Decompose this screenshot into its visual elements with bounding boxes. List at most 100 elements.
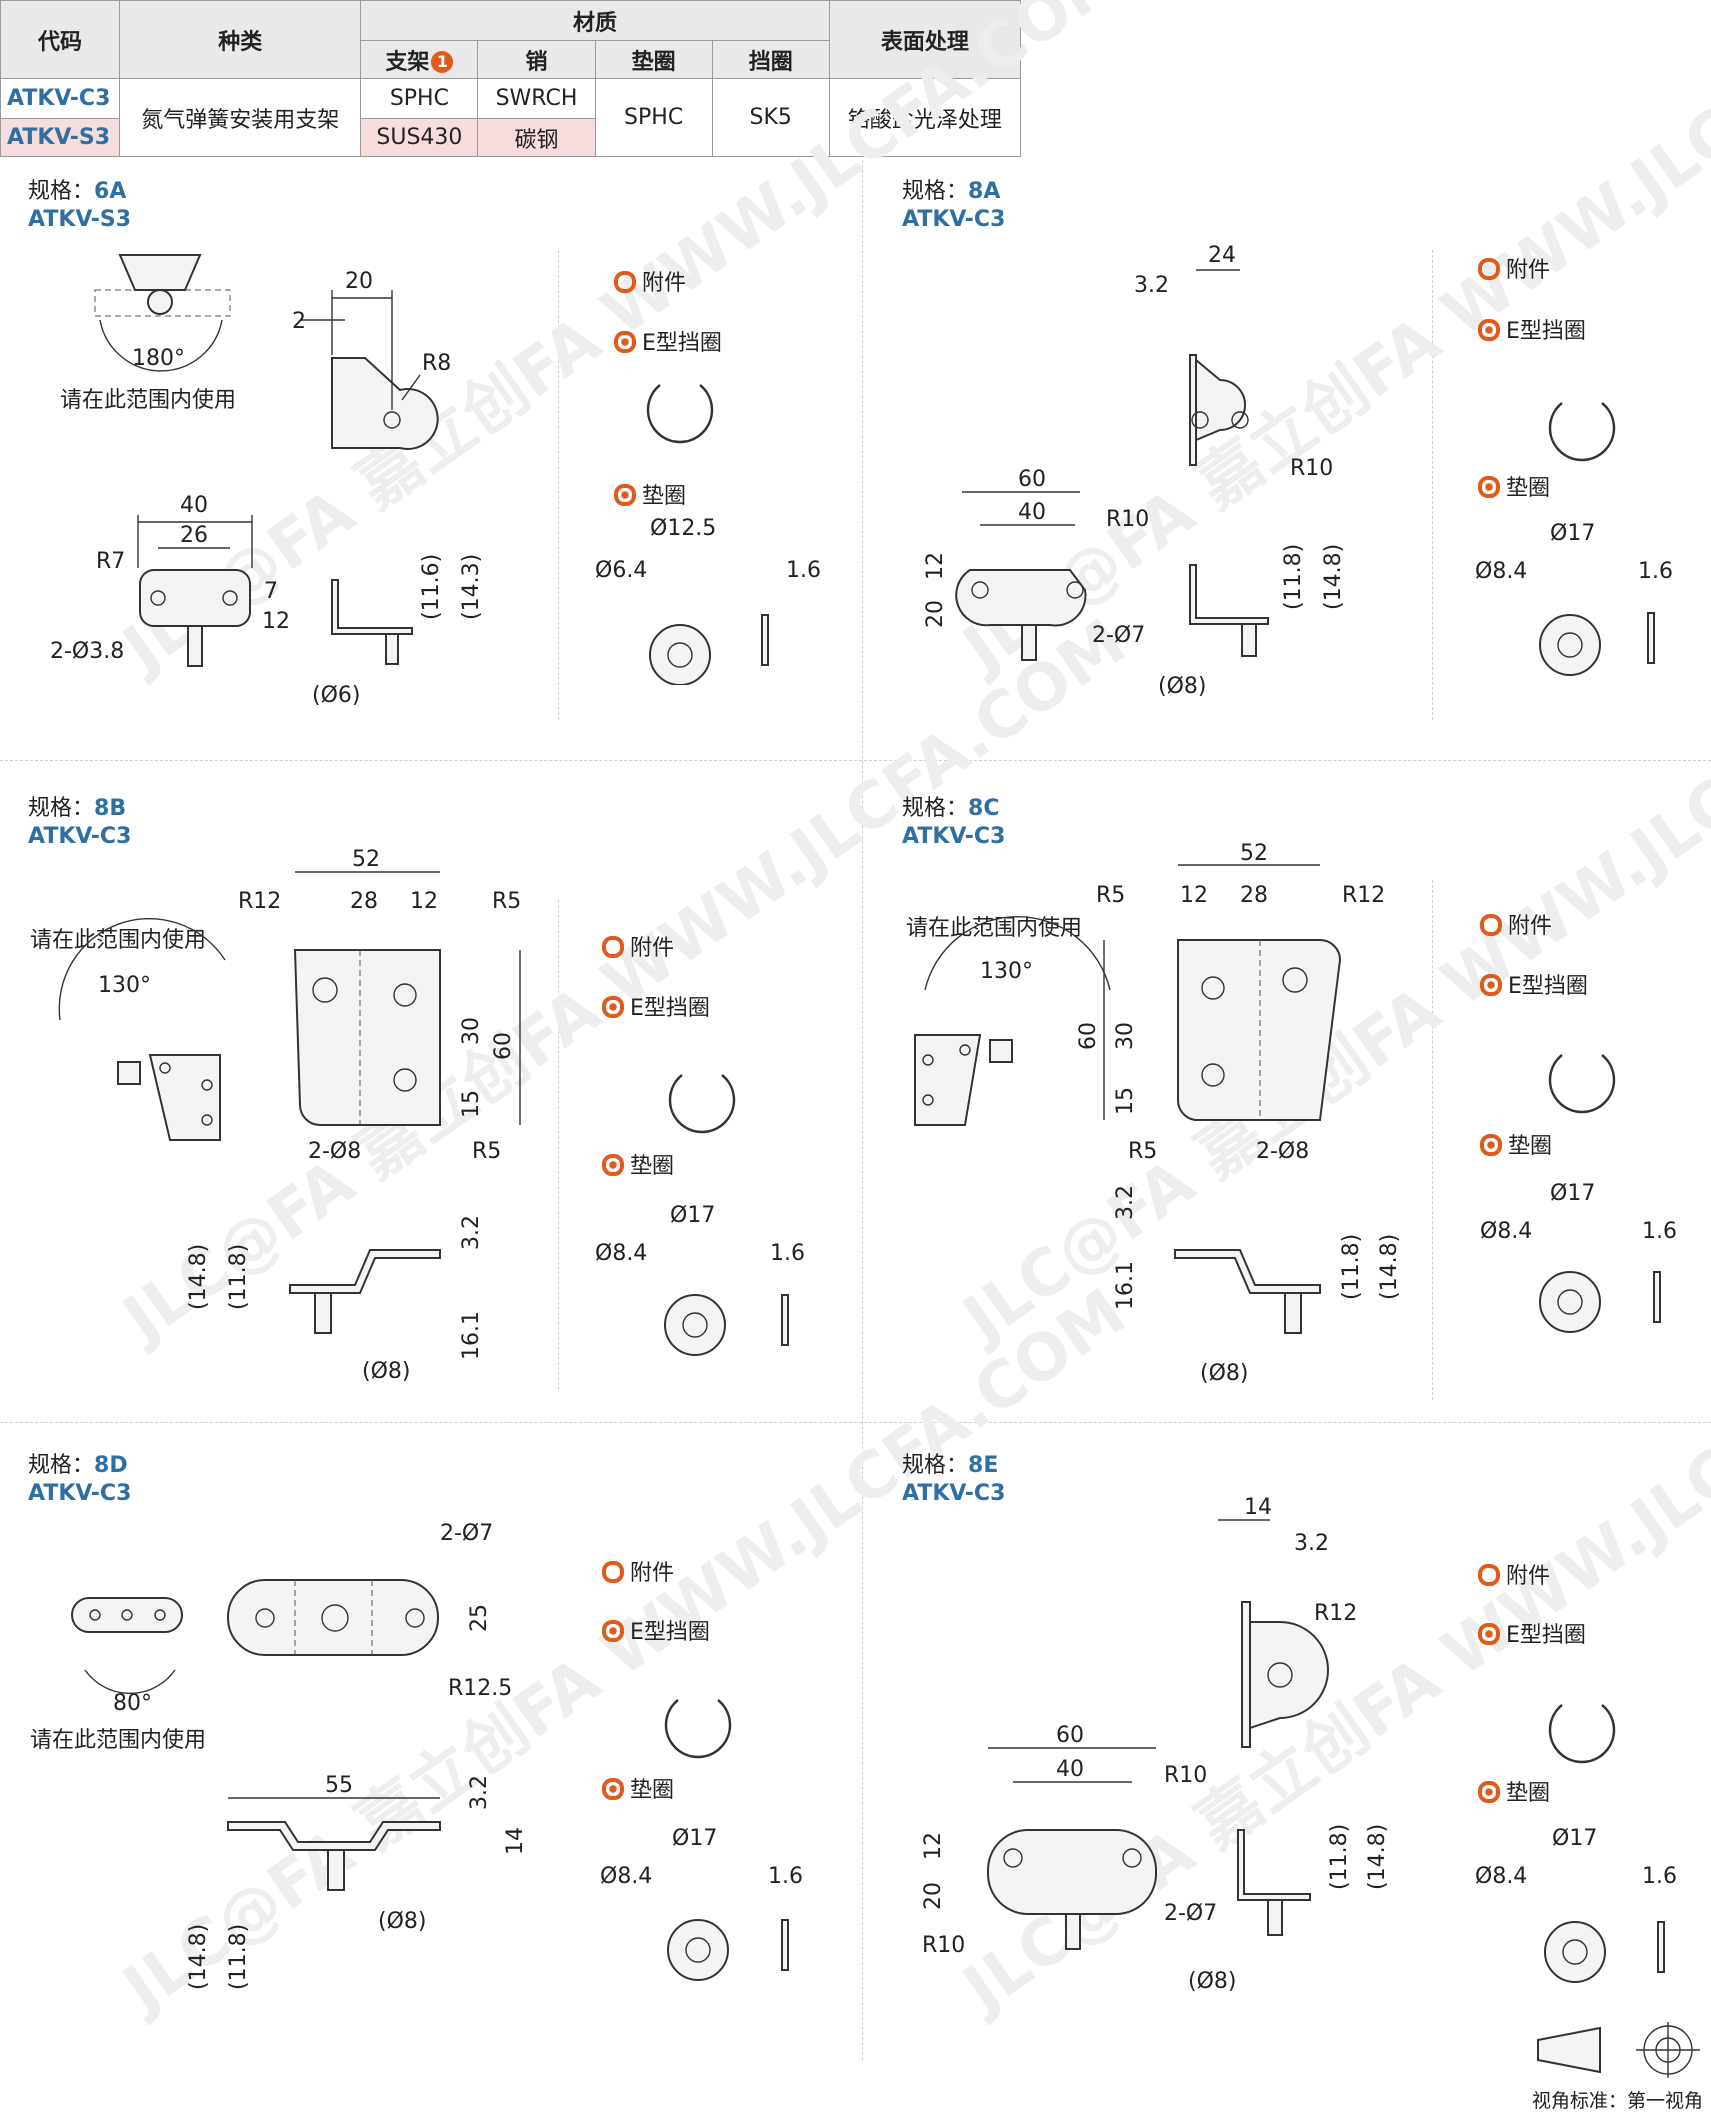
dim-2: 2 [292, 309, 306, 334]
washer-icon [602, 1778, 624, 1800]
washer-title: 垫圈 [1478, 470, 1550, 502]
dim-pin: (Ø6) [312, 683, 360, 708]
section-title-8a: 规格：8A ATKV-C3 [902, 178, 1005, 234]
dim-55: 55 [325, 1773, 353, 1798]
washer-inner-dim: Ø8.4 [595, 1241, 647, 1266]
bracket-front [1176, 939, 1342, 1121]
angle-arc [84, 1669, 176, 1695]
washer-title: 垫圈 [602, 1772, 674, 1804]
washer-hole [1557, 632, 1583, 658]
bracket-top [139, 569, 251, 627]
dim-3-2: 3.2 [459, 1215, 484, 1250]
pin-hole [383, 411, 401, 429]
dim-60: 60 [1076, 1022, 1101, 1050]
e-ring-title: E型挡圈 [1478, 313, 1586, 345]
dim-24: 24 [1208, 243, 1236, 268]
dim-3-2: 3.2 [1134, 273, 1169, 298]
accessory-icon [614, 271, 636, 293]
e-ring-label: E型挡圈 [1508, 974, 1588, 999]
e-ring-icon [1478, 319, 1500, 341]
angle-label: 180° [132, 346, 185, 371]
accessory-title: 附件 [1480, 908, 1552, 940]
cell-kind: 氮气弹簧安装用支架 [119, 78, 362, 157]
angle-arc [58, 918, 226, 1021]
spec-value: 6A [94, 179, 127, 204]
dim-20: 20 [345, 269, 373, 294]
drawing-8c: 130° 52 12 28 R5 R12 60 30 15 R5 2-Ø8 3.… [914, 841, 1402, 1386]
cell-surface: 铬酸盐光泽处理 [828, 78, 1022, 157]
e-ring-icon [1480, 974, 1502, 996]
dim-16-1: 16.1 [459, 1311, 484, 1360]
accessory-label: 附件 [642, 271, 687, 296]
washer-thickness-dim: 1.6 [768, 1864, 803, 1889]
dim-11-8: (11.8) [1327, 1824, 1352, 1890]
header-code: 代码 [0, 0, 121, 79]
header-washer: 垫圈 [594, 40, 713, 79]
bracket-plate [1241, 1601, 1251, 1748]
dim-r8: R8 [422, 351, 451, 376]
bracket-side [331, 579, 413, 635]
panel-divider [558, 250, 559, 720]
column-divider [862, 160, 863, 2060]
washer-side [761, 614, 769, 666]
washer-hole [1557, 1289, 1583, 1315]
bracket-front [227, 1579, 439, 1656]
washer-thickness-dim: 1.6 [1642, 1864, 1677, 1889]
bracket-plate [1189, 354, 1197, 466]
washer-side [1647, 612, 1655, 664]
washer-side [781, 1919, 789, 1971]
header-material: 材质 [360, 0, 830, 41]
dim-30: 30 [459, 1017, 484, 1045]
e-ring-title: E型挡圈 [602, 990, 710, 1022]
e-ring-shape [1548, 402, 1616, 462]
dim-12: 12 [410, 889, 438, 914]
spec-key: 规格： [902, 179, 969, 204]
dim-12: 12 [921, 1832, 946, 1860]
dim-r10: R10 [922, 1933, 965, 1958]
accessory-drawing-8d: Ø17 Ø8.4 1.6 [600, 1699, 803, 1981]
dim-3-2: 3.2 [1113, 1185, 1138, 1220]
washer-inner-dim: Ø8.4 [1475, 1864, 1527, 1889]
spec-value: 8C [968, 796, 1000, 821]
dim-r7: R7 [96, 549, 125, 574]
dim-11-8: (11.8) [226, 1924, 251, 1990]
accessory-drawing-6a: Ø12.5 Ø6.4 1.6 [595, 384, 821, 685]
washer-title: 垫圈 [602, 1148, 674, 1180]
hole [1282, 967, 1308, 993]
dim-pin: (Ø8) [362, 1359, 410, 1384]
e-ring-title: E型挡圈 [614, 325, 722, 357]
dim-3-2: 3.2 [467, 1775, 492, 1810]
pin [187, 625, 203, 667]
accessory-title: 附件 [602, 930, 674, 962]
washer-label: 垫圈 [1506, 1781, 1551, 1806]
e-ring-label: E型挡圈 [642, 331, 722, 356]
hole [1003, 1848, 1023, 1868]
spec-value: 8D [94, 1453, 128, 1478]
pin-hole [1267, 1662, 1293, 1688]
washer-icon [602, 1154, 624, 1176]
section-title-8b: 规格：8B ATKV-C3 [28, 795, 131, 851]
dim-15: 15 [459, 1090, 484, 1118]
pin [327, 1849, 345, 1891]
bracket-side [1174, 1249, 1321, 1294]
hole [393, 983, 417, 1007]
dim-r12: R12 [238, 889, 281, 914]
washer-shape [649, 624, 711, 685]
washer-outer-dim: Ø12.5 [650, 516, 716, 541]
hole [1066, 581, 1084, 599]
panel-divider [558, 900, 559, 1390]
drawing-8d: 80° 2-Ø7 25 R12.5 55 3.2 14 (Ø8) (14.8) … [71, 1521, 528, 1990]
bracket-sketch [914, 1034, 982, 1126]
row-code: ATKV-S3 [0, 118, 121, 157]
dim-11-6: (11.6) [419, 554, 444, 620]
dim-r5: R5 [1096, 883, 1125, 908]
header-surface: 表面处理 [828, 0, 1022, 79]
bracket-front [1249, 1621, 1329, 1730]
spec-key: 规格： [902, 796, 969, 821]
washer-hole [1562, 1939, 1588, 1965]
section-title-8d: 规格：8D ATKV-C3 [28, 1452, 131, 1508]
pin [1065, 1913, 1081, 1950]
dim-52: 52 [1240, 841, 1268, 866]
bracket-side [1237, 1829, 1311, 1901]
accessory-label: 附件 [630, 1561, 675, 1586]
